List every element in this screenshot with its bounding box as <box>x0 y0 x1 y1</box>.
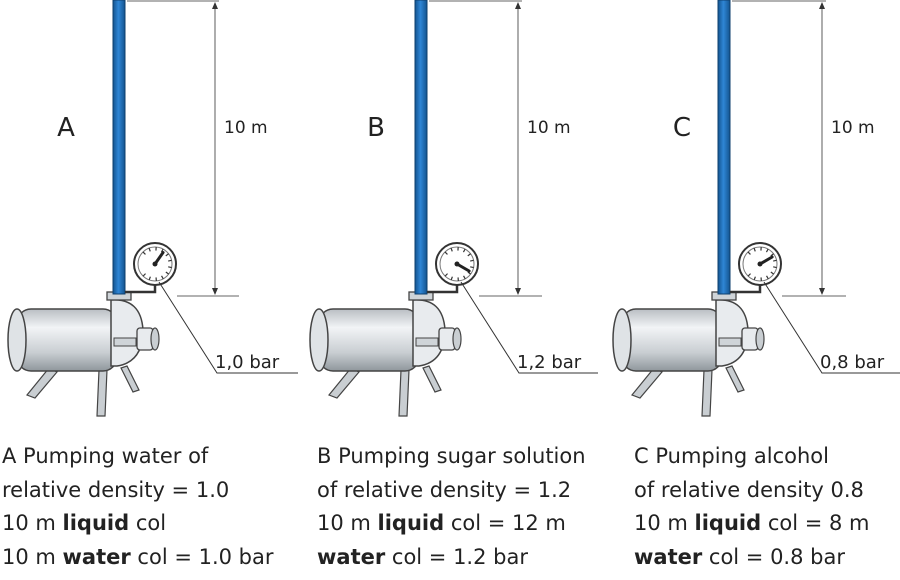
caption-c-line1: C Pumping alcohol <box>634 444 829 468</box>
gauge-connection-b <box>427 284 459 294</box>
liquid-column-a <box>112 0 126 295</box>
pressure-gauge-c <box>738 242 782 286</box>
panel-letter-b: B <box>367 113 385 143</box>
caption-c-line3: 10 m liquid col = 8 m <box>634 511 870 535</box>
caption-a-line3: 10 m liquid col <box>2 511 167 535</box>
dimension-arrow-down-a <box>212 288 218 295</box>
liquid-column-c <box>717 0 731 295</box>
pressure-label-b: 1,2 bar <box>517 352 582 373</box>
pressure-leader-line-b <box>460 281 598 374</box>
centrifugal-pump-c <box>612 291 765 417</box>
caption-c-line2: of relative density 0.8 <box>634 477 864 502</box>
pressure-label-c: 0,8 bar <box>820 352 885 373</box>
caption-b-line2: of relative density = 1.2 <box>317 477 572 502</box>
panel-letter-a: A <box>57 113 75 143</box>
centrifugal-pump-b <box>309 291 462 417</box>
panel-a: 10 m A 1,0 bar <box>7 0 298 417</box>
pressure-leader-line-a <box>158 281 298 374</box>
caption-a-line4: 10 m water col = 1.0 bar <box>2 544 274 569</box>
caption-a-line2: relative density = 1.0 <box>2 477 230 502</box>
pressure-gauge-a <box>133 242 177 286</box>
centrifugal-pump-a <box>7 291 160 417</box>
caption-b-line4: water col = 1.2 bar <box>317 544 528 569</box>
caption-b: B Pumping sugar solution of relative den… <box>317 440 586 574</box>
caption-c-line4: water col = 0.8 bar <box>634 544 845 569</box>
dimension-arrow-up-a <box>212 2 218 9</box>
height-label-c: 10 m <box>831 118 875 138</box>
caption-a-line1: A Pumping water of <box>2 444 209 468</box>
panel-c: 10 m C 0,8 bar <box>612 0 900 417</box>
pressure-label-a: 1,0 bar <box>215 352 280 373</box>
dimension-arrow-up-c <box>819 2 825 9</box>
caption-b-line3: 10 m liquid col = 12 m <box>317 511 566 535</box>
pressure-gauge-b <box>435 242 479 286</box>
caption-c: C Pumping alcohol of relative density 0.… <box>634 440 869 574</box>
gauge-connection-c <box>730 284 762 294</box>
caption-b-line1: B Pumping sugar solution <box>317 444 586 468</box>
dimension-arrow-down-b <box>515 288 521 295</box>
dimension-arrow-down-c <box>819 288 825 295</box>
gauge-connection-a <box>125 284 157 294</box>
panel-b: 10 m B 1,2 bar <box>309 0 598 417</box>
pressure-leader-line-c <box>763 281 900 374</box>
height-label-b: 10 m <box>527 118 571 138</box>
liquid-column-b <box>414 0 428 295</box>
height-label-a: 10 m <box>224 118 268 138</box>
caption-a: A Pumping water of relative density = 1.… <box>2 440 274 574</box>
panel-letter-c: C <box>673 113 691 143</box>
dimension-arrow-up-b <box>515 2 521 9</box>
